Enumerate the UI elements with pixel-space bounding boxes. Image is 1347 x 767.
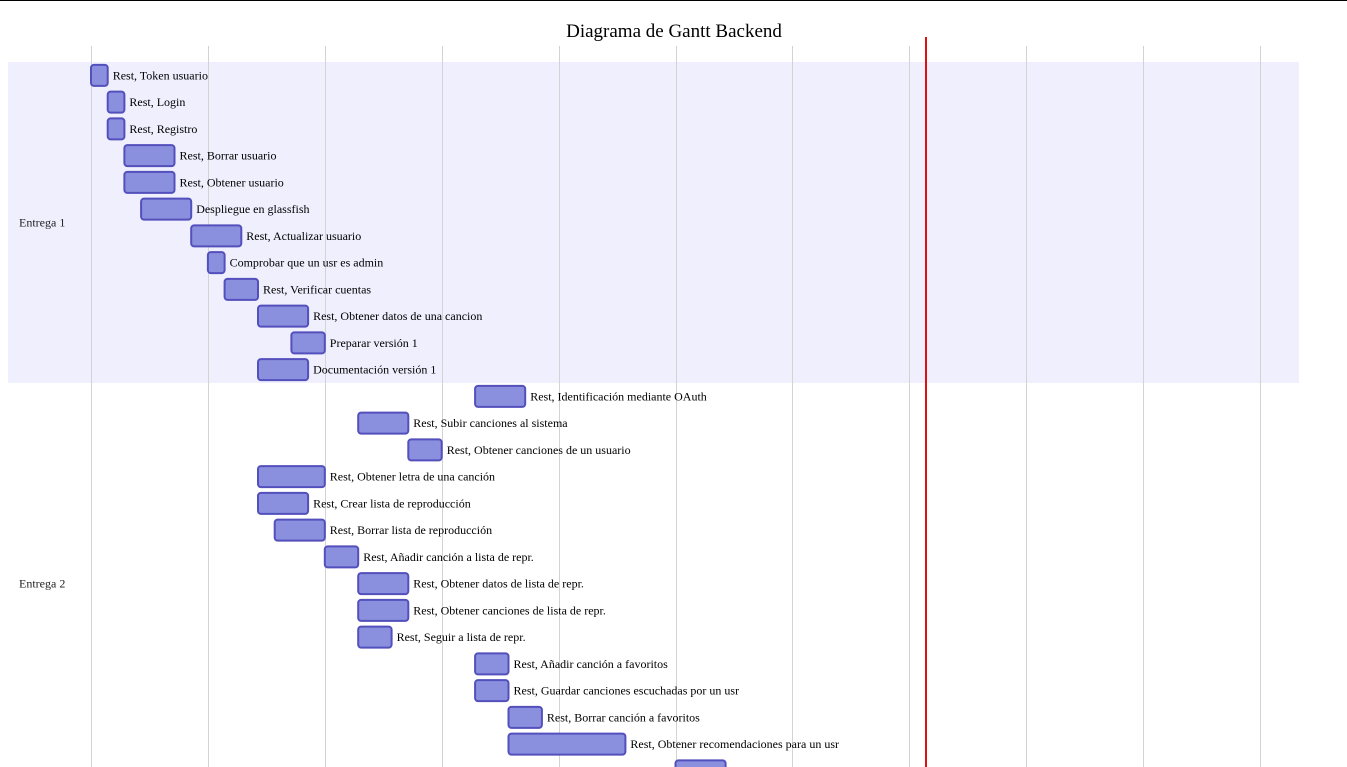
task-row: Rest, Borrar canción a favoritos [507, 705, 700, 729]
task-bar[interactable] [507, 705, 543, 729]
task-bar[interactable] [290, 331, 326, 355]
task-row: Despliegue en glassfish [140, 197, 310, 221]
task-bar[interactable] [474, 384, 527, 408]
task-row: Rest, Obtener datos de lista de repr. [357, 572, 584, 596]
task-label: Rest, Registro [129, 122, 197, 136]
task-row: Rest, Obtener letra de una canción [257, 465, 495, 489]
task-row: Rest, Subir canciones al sistema [357, 411, 568, 435]
task-label: Despliegue en glassfish [196, 202, 309, 216]
section-labels: Entrega 1 Entrega 2 [19, 216, 65, 591]
task-bar[interactable] [223, 277, 260, 301]
task-row: Rest, Registro [106, 117, 197, 141]
task-bar[interactable] [507, 732, 627, 756]
task-label: Rest, Obtener datos de lista de repr. [413, 577, 584, 591]
task-label: Rest, Añadir canción a lista de repr. [363, 550, 534, 564]
task-label: Rest, Obtener canciones de lista de repr… [413, 603, 606, 617]
task-label: Rest, Token usuario [113, 68, 208, 82]
section-label: Entrega 2 [19, 577, 65, 591]
task-label: Rest, Obtener canciones de un usuario [447, 443, 631, 457]
task-bar[interactable] [123, 170, 176, 194]
task-row: Rest, Identificación mediante OAuth [474, 384, 707, 408]
task-row: Preparar versión 1 [290, 331, 418, 355]
task-row: Rest, Obtener recomendaciones para un us… [507, 732, 839, 756]
task-label: Rest, Login [129, 95, 185, 109]
task-label: Comprobar que un usr es admin [230, 256, 384, 270]
task-bar[interactable] [407, 438, 443, 462]
task-bar[interactable] [357, 572, 410, 596]
task-label: Rest, Subir canciones al sistema [413, 416, 568, 430]
task-row: Rest, Borrar usuario [123, 144, 277, 168]
task-row: Rest, Token usuario [90, 63, 208, 87]
task-label: Rest, Verificar cuentas [263, 282, 371, 296]
task-bar[interactable] [140, 197, 193, 221]
task-row: Rest, Añadir canción a favoritos [474, 652, 669, 676]
task-bar[interactable] [674, 759, 727, 767]
task-row: Documentación versión 1 [257, 358, 436, 382]
section-bands [8, 62, 1299, 767]
task-bar[interactable] [190, 224, 243, 248]
chart-title: Diagrama de Gantt Backend [566, 21, 782, 42]
task-bar[interactable] [257, 465, 326, 489]
task-label: Rest, Obtener datos de una cancion [313, 309, 482, 323]
section-label: Entrega 1 [19, 216, 65, 230]
task-bar[interactable] [257, 358, 310, 382]
section-band [8, 383, 1299, 767]
task-bar[interactable] [123, 144, 176, 168]
task-bar[interactable] [474, 679, 510, 703]
task-label: Rest, Seguir a lista de repr. [397, 630, 526, 644]
task-row: Rest, Actualizar usuario [190, 224, 361, 248]
task-row: Rest, Obtener canciones de un usuario [407, 438, 631, 462]
task-row: Rest, Añadir canción a lista de repr. [323, 545, 534, 569]
task-bar[interactable] [357, 625, 393, 649]
task-bar[interactable] [357, 598, 410, 622]
task-row: Rest, Seguir a lista de repr. [357, 625, 526, 649]
task-label: Rest, Obtener letra de una canción [330, 470, 495, 484]
task-label: Rest, Crear lista de reproducción [313, 496, 471, 510]
task-label: Rest, Borrar lista de reproducción [330, 523, 492, 537]
task-row: Rest, Obtener usuario [123, 170, 284, 194]
task-bar[interactable] [323, 545, 360, 569]
task-row: Rest, Obtener datos de una cancion [257, 304, 482, 328]
task-bar[interactable] [257, 491, 310, 515]
task-row: Rest, Verificar cuentas [223, 277, 371, 301]
window-top-border [0, 0, 1347, 1]
task-label: Rest, Identificación mediante OAuth [530, 389, 707, 403]
task-bar[interactable] [357, 411, 410, 435]
task-row: Rest, Guardar canciones escuchadas por u… [474, 679, 740, 703]
task-label: Preparar versión 1 [330, 336, 418, 350]
task-label: Rest, Borrar usuario [180, 149, 277, 163]
task-label: Rest, Obtener usuario [180, 175, 284, 189]
task-bar[interactable] [106, 90, 126, 114]
task-label: Rest, Dar me gusta a canción [731, 764, 871, 767]
task-row: Rest, Login [106, 90, 185, 114]
task-label: Documentación versión 1 [313, 363, 436, 377]
grid-lines [91, 46, 1261, 767]
task-label: Rest, Añadir canción a favoritos [514, 657, 669, 671]
task-label: Rest, Obtener recomendaciones para un us… [630, 737, 839, 751]
task-row: Rest, Dar me gusta a canción [674, 759, 871, 767]
task-row: Rest, Obtener canciones de lista de repr… [357, 598, 606, 622]
task-label: Rest, Actualizar usuario [246, 229, 361, 243]
task-bar[interactable] [273, 518, 326, 542]
task-bar[interactable] [474, 652, 510, 676]
task-label: Rest, Guardar canciones escuchadas por u… [514, 684, 740, 698]
task-bar[interactable] [90, 63, 109, 87]
task-bar[interactable] [106, 117, 126, 141]
task-row: Comprobar que un usr es admin [206, 251, 384, 275]
section-band [8, 62, 1299, 383]
task-label: Rest, Borrar canción a favoritos [547, 710, 700, 724]
task-bar[interactable] [206, 251, 226, 275]
task-row: Rest, Borrar lista de reproducción [273, 518, 492, 542]
task-bar[interactable] [257, 304, 310, 328]
task-row: Rest, Crear lista de reproducción [257, 491, 471, 515]
